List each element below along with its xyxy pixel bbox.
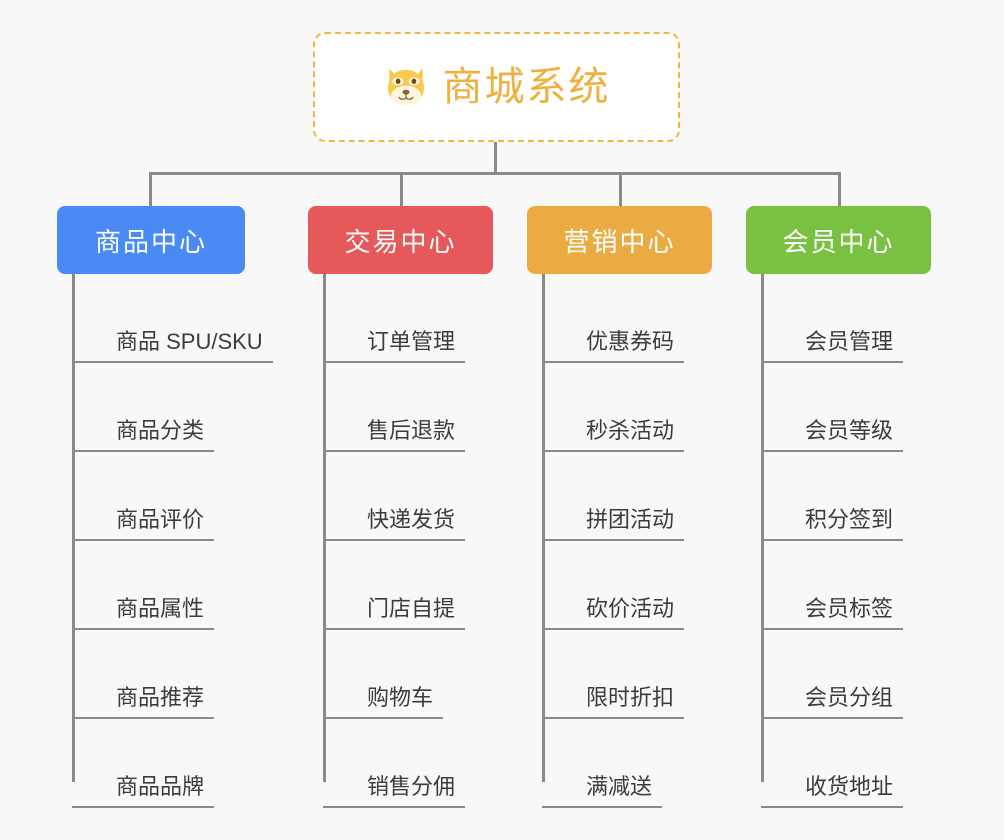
drop-connector-marketing-center (619, 172, 622, 206)
leaf-item[interactable]: 拼团活动 (542, 452, 685, 541)
leaf-item[interactable]: 优惠券码 (542, 274, 685, 363)
column-spine (72, 274, 75, 782)
leaf-item[interactable]: 商品推荐 (72, 630, 215, 719)
leaf-item-label: 快递发货 (323, 506, 466, 541)
leaf-item[interactable]: 商品属性 (72, 541, 215, 630)
leaf-item-label: 会员分组 (761, 684, 904, 719)
leaf-item[interactable]: 砍价活动 (542, 541, 685, 630)
column-spine (761, 274, 764, 782)
leaf-item[interactable]: 商品分类 (72, 363, 215, 452)
leaf-item-label: 满减送 (542, 773, 663, 808)
leaf-item[interactable]: 会员分组 (761, 630, 904, 719)
leaf-item[interactable]: 门店自提 (323, 541, 466, 630)
column-spine (323, 274, 326, 782)
leaf-item[interactable]: 会员等级 (761, 363, 904, 452)
root-title: 商城系统 (442, 65, 611, 109)
category-box-marketing-center[interactable]: 营销中心 (527, 206, 712, 274)
leaf-item-label: 商品属性 (72, 595, 215, 630)
leaf-item[interactable]: 商品 SPU/SKU (72, 274, 273, 363)
leaf-item-label: 限时折扣 (542, 684, 685, 719)
leaf-item[interactable]: 会员标签 (761, 541, 904, 630)
leaf-item[interactable]: 售后退款 (323, 363, 466, 452)
category-box-trade-center[interactable]: 交易中心 (308, 206, 493, 274)
root-node[interactable]: 商城系统 (313, 32, 680, 142)
leaf-item-label: 积分签到 (761, 506, 904, 541)
category-label: 营销中心 (563, 226, 676, 257)
drop-connector-product-center (149, 172, 152, 206)
leaf-item[interactable]: 限时折扣 (542, 630, 685, 719)
leaf-item[interactable]: 商品品牌 (72, 719, 215, 808)
leaf-item-label: 销售分佣 (323, 773, 466, 808)
leaf-item-label: 售后退款 (323, 417, 466, 452)
category-label: 交易中心 (344, 226, 457, 257)
leaf-item[interactable]: 会员管理 (761, 274, 904, 363)
drop-connector-member-center (838, 172, 841, 206)
leaf-item-label: 会员等级 (761, 417, 904, 452)
leaf-item-label: 商品推荐 (72, 684, 215, 719)
leaf-item-label: 优惠券码 (542, 328, 685, 363)
category-label: 会员中心 (782, 226, 895, 257)
category-label: 商品中心 (94, 226, 207, 257)
leaf-item-label: 会员标签 (761, 595, 904, 630)
drop-connector-trade-center (400, 172, 403, 206)
leaf-item-label: 商品分类 (72, 417, 215, 452)
root-drop-connector (494, 142, 497, 174)
horizontal-bus-connector (150, 172, 840, 175)
leaf-item[interactable]: 积分签到 (761, 452, 904, 541)
category-box-product-center[interactable]: 商品中心 (57, 206, 245, 274)
leaf-item[interactable]: 商品评价 (72, 452, 215, 541)
leaf-item[interactable]: 秒杀活动 (542, 363, 685, 452)
leaf-item[interactable]: 收货地址 (761, 719, 904, 808)
leaf-item-label: 商品 SPU/SKU (72, 328, 273, 363)
leaf-item-label: 购物车 (323, 684, 444, 719)
leaf-item[interactable]: 购物车 (323, 630, 444, 719)
leaf-item[interactable]: 订单管理 (323, 274, 466, 363)
leaf-item-label: 会员管理 (761, 328, 904, 363)
column-spine (542, 274, 545, 782)
leaf-item-label: 门店自提 (323, 595, 466, 630)
leaf-item-label: 秒杀活动 (542, 417, 685, 452)
leaf-item-label: 拼团活动 (542, 506, 685, 541)
leaf-item-label: 商品评价 (72, 506, 215, 541)
leaf-item[interactable]: 满减送 (542, 719, 663, 808)
leaf-item-label: 收货地址 (761, 773, 904, 808)
leaf-item[interactable]: 销售分佣 (323, 719, 466, 808)
category-box-member-center[interactable]: 会员中心 (746, 206, 931, 274)
leaf-item-label: 砍价活动 (542, 595, 685, 630)
leaf-item[interactable]: 快递发货 (323, 452, 466, 541)
shiba-dog-face-icon (387, 68, 424, 105)
leaf-item-label: 商品品牌 (72, 773, 215, 808)
leaf-item-label: 订单管理 (323, 328, 466, 363)
